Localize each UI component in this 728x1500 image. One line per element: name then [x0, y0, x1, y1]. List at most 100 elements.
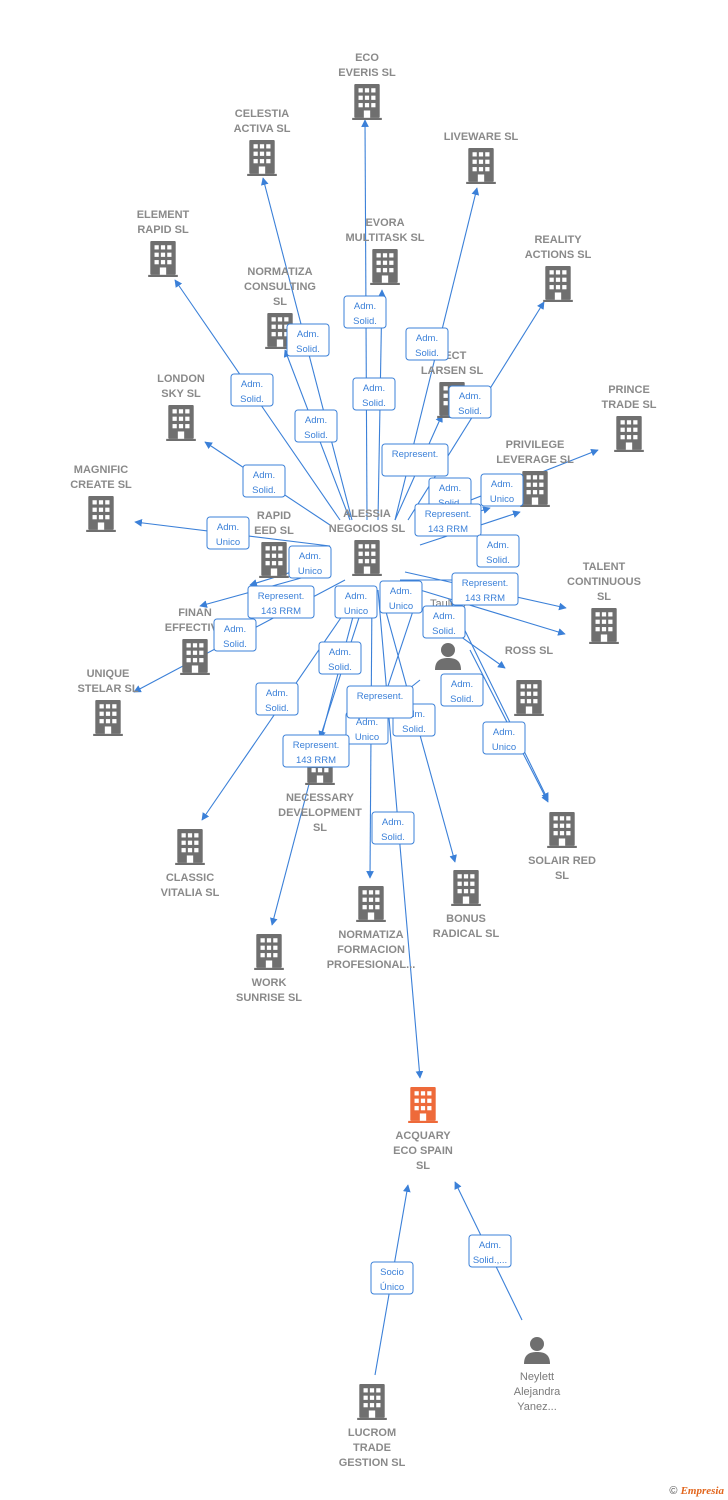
building-icon — [247, 140, 277, 176]
edge-label-text: Adm. — [382, 817, 404, 828]
node-label-line: RAPID SL — [137, 224, 189, 236]
edge-label-text: Unico — [492, 742, 516, 753]
node-label-line: ALESSIA — [343, 508, 391, 520]
node-normatiza_f[interactable]: NORMATIZAFORMACIONPROFESIONAL... — [327, 886, 416, 971]
edge-label-text: Adm. — [297, 329, 319, 340]
edge-label-box[interactable]: Adm.Unico — [206, 516, 250, 550]
building-icon — [86, 496, 116, 532]
edge-label-box[interactable]: Represent. — [346, 685, 414, 719]
edge-line — [419, 589, 566, 636]
node-ross[interactable]: ROSS SL — [505, 645, 554, 716]
edge-label-text: Adm. — [345, 591, 367, 602]
edge-label-text: Unico — [216, 537, 240, 548]
edge-label-frame — [282, 734, 350, 768]
node-label-line: SUNRISE SL — [236, 992, 302, 1004]
edge-label-box[interactable]: Represent.143 RRM — [451, 572, 519, 606]
edge-label-box[interactable]: Adm.Unico — [334, 585, 378, 619]
node-label-line: MULTITASK SL — [345, 232, 424, 244]
edge-label-text: Adm. — [305, 415, 327, 426]
node-label-line: BONUS — [446, 913, 486, 925]
edge-label-text: 143 RRM — [428, 524, 468, 535]
edge-label-frame — [451, 572, 519, 606]
edge-label-box[interactable]: Adm.Solid.,... — [468, 1234, 512, 1268]
edge-label-frame — [230, 373, 274, 407]
building-icon — [451, 870, 481, 906]
node-bonus[interactable]: BONUS RADICAL SL — [433, 870, 500, 940]
edge-label-text: Adm. — [390, 586, 412, 597]
edge-label-box[interactable]: Adm.Unico — [379, 580, 423, 614]
edge-label-box[interactable]: Adm.Unico — [288, 545, 332, 579]
edge-label-box[interactable]: Adm.Solid. — [294, 409, 338, 443]
edge-label-box[interactable]: Adm.Solid. — [286, 323, 330, 357]
edge-label-box[interactable]: Adm.Solid. — [242, 464, 286, 498]
edge-label-box[interactable]: Adm.Solid. — [371, 811, 415, 845]
edge-label-box[interactable]: Adm.Solid. — [440, 673, 484, 707]
node-label-line: NECESSARY — [286, 792, 355, 804]
edge-label-box[interactable]: Adm.Solid. — [255, 682, 299, 716]
edge-label-frame — [476, 534, 520, 568]
edge-label-text: Solid. — [223, 639, 247, 650]
edge-label-text: Adm. — [299, 551, 321, 562]
edge-label-box[interactable]: Adm.Unico — [480, 473, 524, 507]
node-label-line: LIVEWARE SL — [444, 131, 519, 143]
edge-label-box[interactable]: Adm.Solid. — [318, 641, 362, 675]
edge-label-box[interactable]: Represent. — [381, 443, 449, 477]
building-icon — [180, 639, 210, 675]
edge-label-box[interactable]: Adm.Solid. — [476, 534, 520, 568]
edge-label-frame — [422, 605, 466, 639]
node-label-line: EED SL — [254, 525, 294, 537]
building-icon — [352, 540, 382, 576]
node-label-line: RADICAL SL — [433, 928, 500, 940]
node-label-line: MAGNIFIC — [74, 464, 128, 476]
edge-label-box[interactable]: Adm.Solid. — [352, 377, 396, 411]
edge-label-box[interactable]: Adm.Solid. — [230, 373, 274, 407]
node-label-line: SL — [597, 591, 611, 603]
edge-label-box[interactable]: Represent.143 RRM — [247, 585, 315, 619]
edge-label-box[interactable]: Adm.Unico — [482, 721, 526, 755]
person-icon — [435, 643, 461, 670]
node-label-line: FINAN — [178, 607, 212, 619]
edge-label-frame — [206, 516, 250, 550]
node-neylett[interactable]: NeylettAlejandraYanez... — [514, 1337, 561, 1413]
edge-label-text: Adm. — [253, 470, 275, 481]
edge-label-box[interactable]: Adm.Solid. — [422, 605, 466, 639]
edge-label-box[interactable]: Adm.Solid. — [405, 327, 449, 361]
node-label-line: LEVERAGE SL — [496, 454, 574, 466]
edge-label-box[interactable]: Adm.Solid. — [448, 385, 492, 419]
edge-label-text: Adm. — [224, 624, 246, 635]
node-label-line: UNIQUE — [87, 668, 130, 680]
edge-label-box[interactable]: Adm.Solid. — [343, 295, 387, 329]
edge-label-box[interactable]: Represent.143 RRM — [414, 503, 482, 537]
footer-credit[interactable]: © Empresia — [669, 1485, 724, 1497]
node-label-line: CONTINUOUS — [567, 576, 641, 588]
edge-label-text: Represent. — [462, 578, 508, 589]
edge-label-box[interactable]: Represent.143 RRM — [282, 734, 350, 768]
node-label-line: VITALIA SL — [161, 887, 220, 899]
edge-label-text: Socio — [380, 1267, 404, 1278]
edge-label-box[interactable]: Adm. Solid. — [213, 618, 257, 652]
node-liveware[interactable]: LIVEWARE SL — [444, 131, 519, 184]
